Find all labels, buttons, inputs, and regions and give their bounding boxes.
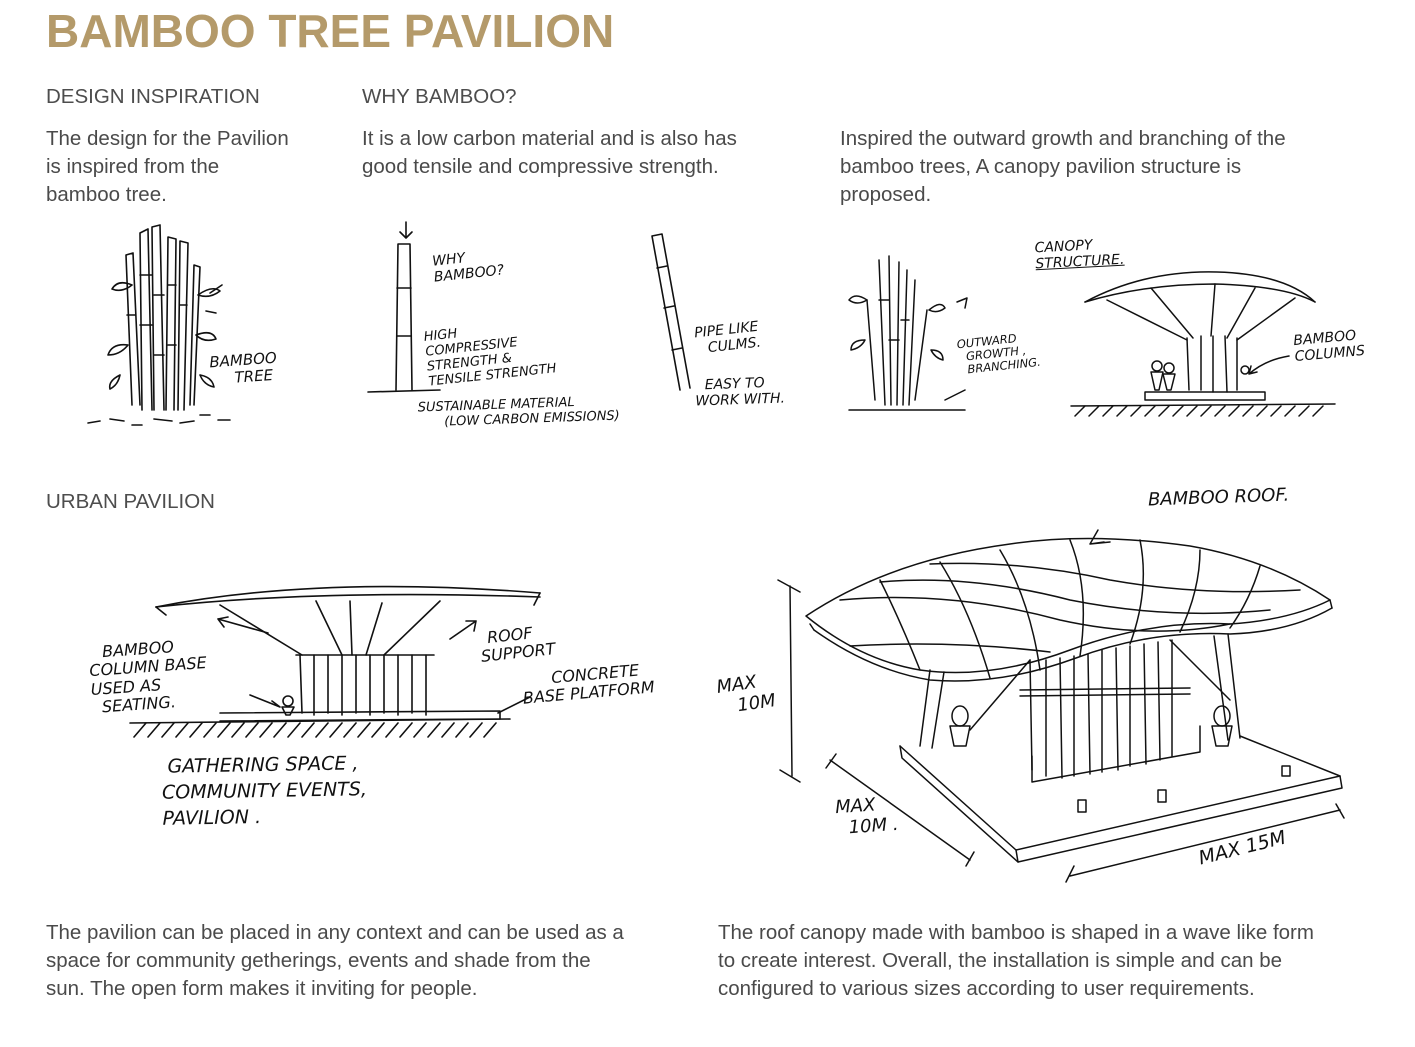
- text-line: It is a low carbon material and is also …: [362, 127, 737, 150]
- pipe-culms-label: PIPE LIKE CULMS.: [693, 319, 761, 358]
- text-line: good tensile and compressive strength.: [362, 155, 719, 178]
- text-line: bamboo trees, A canopy pavilion structur…: [840, 155, 1242, 178]
- bamboo-roof-label: BAMBOO ROOF.: [1147, 484, 1290, 511]
- canopy-structure-label: CANOPY STRUCTURE.: [1034, 236, 1125, 273]
- text-line: sun. The open form makes it inviting for…: [46, 977, 478, 1000]
- page-title: BAMBOO TREE PAVILION: [46, 5, 615, 57]
- canopy-inspiration-text: Inspired the outward growth and branchin…: [840, 125, 1360, 209]
- text-line: proposed.: [840, 183, 932, 206]
- design-inspiration-heading: DESIGN INSPIRATION: [46, 85, 260, 108]
- why-bamboo-label: WHY BAMBOO?: [432, 246, 505, 285]
- label-line: 10M .: [847, 813, 900, 838]
- easy-to-work-label: EASY TO WORK WITH.: [694, 374, 786, 410]
- text-line: The pavilion can be placed in any contex…: [46, 921, 624, 944]
- sustainable-label: SUSTAINABLE MATERIAL (LOW CARBON EMISSIO…: [418, 394, 621, 431]
- roof-support-label: ROOF SUPPORT: [478, 622, 556, 666]
- text-line: The roof canopy made with bamboo is shap…: [718, 921, 1314, 944]
- pavilion-perspective-sketch: [777, 529, 1345, 883]
- text-line: configured to various sizes according to…: [718, 977, 1255, 1000]
- column-base-label: BAMBOO COLUMN BASE USED AS SEATING.: [88, 636, 210, 718]
- max-depth-label: MAX 10M .: [835, 794, 900, 840]
- text-line: to create interest. Overall, the install…: [718, 949, 1283, 972]
- strength-label: HIGH COMPRESSIVE STRENGTH & TENSILE STRE…: [423, 317, 557, 390]
- max-height-label: MAX 10M: [715, 670, 777, 719]
- text-line: The design for the Pavilion: [46, 127, 289, 150]
- text-line: bamboo tree.: [46, 183, 167, 206]
- bamboo-tree-label: BAMBOO TREE: [209, 349, 279, 389]
- label-line: COMMUNITY EVENTS,: [161, 778, 368, 805]
- gathering-space-label: GATHERING SPACE , COMMUNITY EVENTS, PAVI…: [161, 750, 367, 832]
- text-line: is inspired from the: [46, 155, 220, 178]
- bamboo-tree-sketch: [87, 224, 231, 426]
- why-bamboo-text: It is a low carbon material and is also …: [362, 125, 802, 181]
- outward-growth-label: OUTWARD GROWTH , BRANCHING.: [956, 330, 1041, 378]
- text-line: space for community getherings, events a…: [46, 949, 591, 972]
- design-inspiration-text: The design for the Pavilion is inspired …: [46, 125, 336, 209]
- pipe-culm-sketch: [651, 233, 691, 391]
- why-bamboo-heading: WHY BAMBOO?: [362, 85, 517, 108]
- label-line: PAVILION .: [162, 806, 262, 831]
- bamboo-culm-sketch: [367, 221, 441, 393]
- roof-canopy-text: The roof canopy made with bamboo is shap…: [718, 919, 1388, 1003]
- label-line: WORK WITH.: [695, 390, 786, 410]
- text-line: Inspired the outward growth and branchin…: [840, 127, 1286, 150]
- pavilion-elevation-sketch: [129, 585, 541, 738]
- pavilion-context-text: The pavilion can be placed in any contex…: [46, 919, 696, 1003]
- canopy-structure-sketch: [848, 255, 1336, 417]
- bamboo-columns-label: BAMBOO COLUMNS: [1293, 327, 1366, 365]
- urban-pavilion-heading: URBAN PAVILION: [46, 490, 215, 513]
- label-line: GATHERING SPACE ,: [167, 752, 359, 778]
